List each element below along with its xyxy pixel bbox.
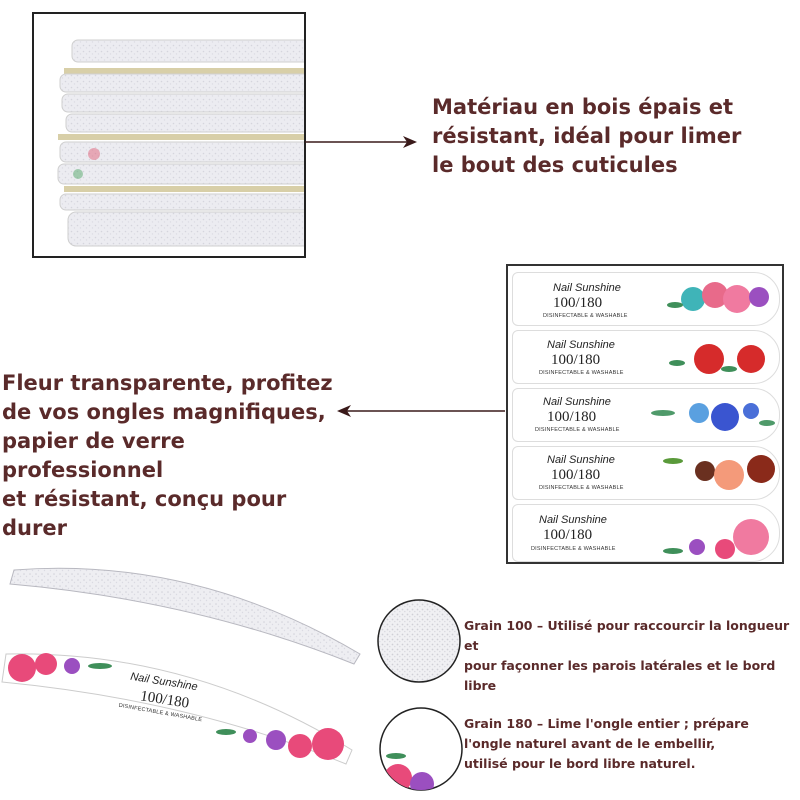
washable-label: DISINFECTABLE & WASHABLE [531,546,616,552]
grit-label: 100/180 [553,295,603,311]
arrow-right-icon [305,136,417,148]
rose-flowers-icon [667,282,769,313]
floral-half-moon-file: Nail Sunshine 100/180 DISINFECTABLE & WA… [0,640,360,770]
brand-label: Nail Sunshine [553,282,621,294]
washable-label: DISINFECTABLE & WASHABLE [539,370,624,376]
floral-file-5: Nail Sunshine 100/180 DISINFECTABLE & WA… [512,504,780,562]
brand-label: Nail Sunshine [547,339,615,351]
flower-description-line-1: Fleur transparente, profitez [2,371,333,395]
brand-label: Nail Sunshine [547,454,615,466]
wood-stack-photo-frame [32,12,306,258]
brand-label: Nail Sunshine [539,514,607,526]
brand-label: Nail Sunshine [543,396,611,408]
grain-100-description: Grain 100 – Utilisé pour raccourcir la l… [464,616,800,696]
wood-description-line-2: résistant, idéal pour limer [432,124,742,148]
grain-100-texture-icon [377,599,461,683]
sandpaper-file-back [9,567,361,665]
floral-files-photo-frame: Nail Sunshine 100/180 DISINFECTABLE & WA… [506,264,784,564]
grain-180-line-3: utilisé pour le bord libre naturel. [464,756,696,771]
floral-file-1: Nail Sunshine 100/180 DISINFECTABLE & WA… [512,272,780,326]
peach-rose-icon [663,455,775,490]
grain-180-description: Grain 180 – Lime l'ongle entier ; prépar… [464,714,800,774]
wood-description-line-1: Matériau en bois épais et [432,95,734,119]
floral-file-4: Nail Sunshine 100/180 DISINFECTABLE & WA… [512,446,780,500]
washable-label: DISINFECTABLE & WASHABLE [543,313,628,319]
floral-file-2: Nail Sunshine 100/180 DISINFECTABLE & WA… [512,330,780,384]
grain-100-line-1: Grain 100 – Utilisé pour raccourcir la l… [464,618,790,653]
wood-description-line-3: le bout des cuticules [432,153,678,177]
grit-label: 100/180 [551,352,601,368]
grit-label: 100/180 [547,409,597,425]
arrow-left-icon [337,405,505,417]
red-rose-icon [669,344,765,374]
grain-100-line-2: pour façonner les parois latérales et le… [464,658,776,693]
flower-description: Fleur transparente, profitez de vos ongl… [2,369,352,543]
washable-label: DISINFECTABLE & WASHABLE [539,485,624,491]
flower-description-line-3: papier de verre professionnel [2,429,185,482]
grain-180-line-2: l'ongle naturel avant de le embellir, [464,736,716,751]
wood-stack-photo [57,39,304,247]
grain-180-line-1: Grain 180 – Lime l'ongle entier ; prépar… [464,716,749,731]
grit-label: 100/180 [551,467,601,483]
flower-description-line-2: de vos ongles magnifiques, [2,400,326,424]
half-moon-file-shape [1,653,353,765]
blue-flowers-icon [651,403,775,431]
grit-label: 100/180 [543,527,593,543]
wood-description: Matériau en bois épais et résistant, idé… [432,93,792,180]
flower-description-line-4: et résistant, conçu pour durer [2,487,287,540]
washable-label: DISINFECTABLE & WASHABLE [535,427,620,433]
pink-rose-icon [663,519,769,559]
floral-file-3: Nail Sunshine 100/180 DISINFECTABLE & WA… [512,388,780,442]
grain-180-texture-icon [379,707,463,791]
